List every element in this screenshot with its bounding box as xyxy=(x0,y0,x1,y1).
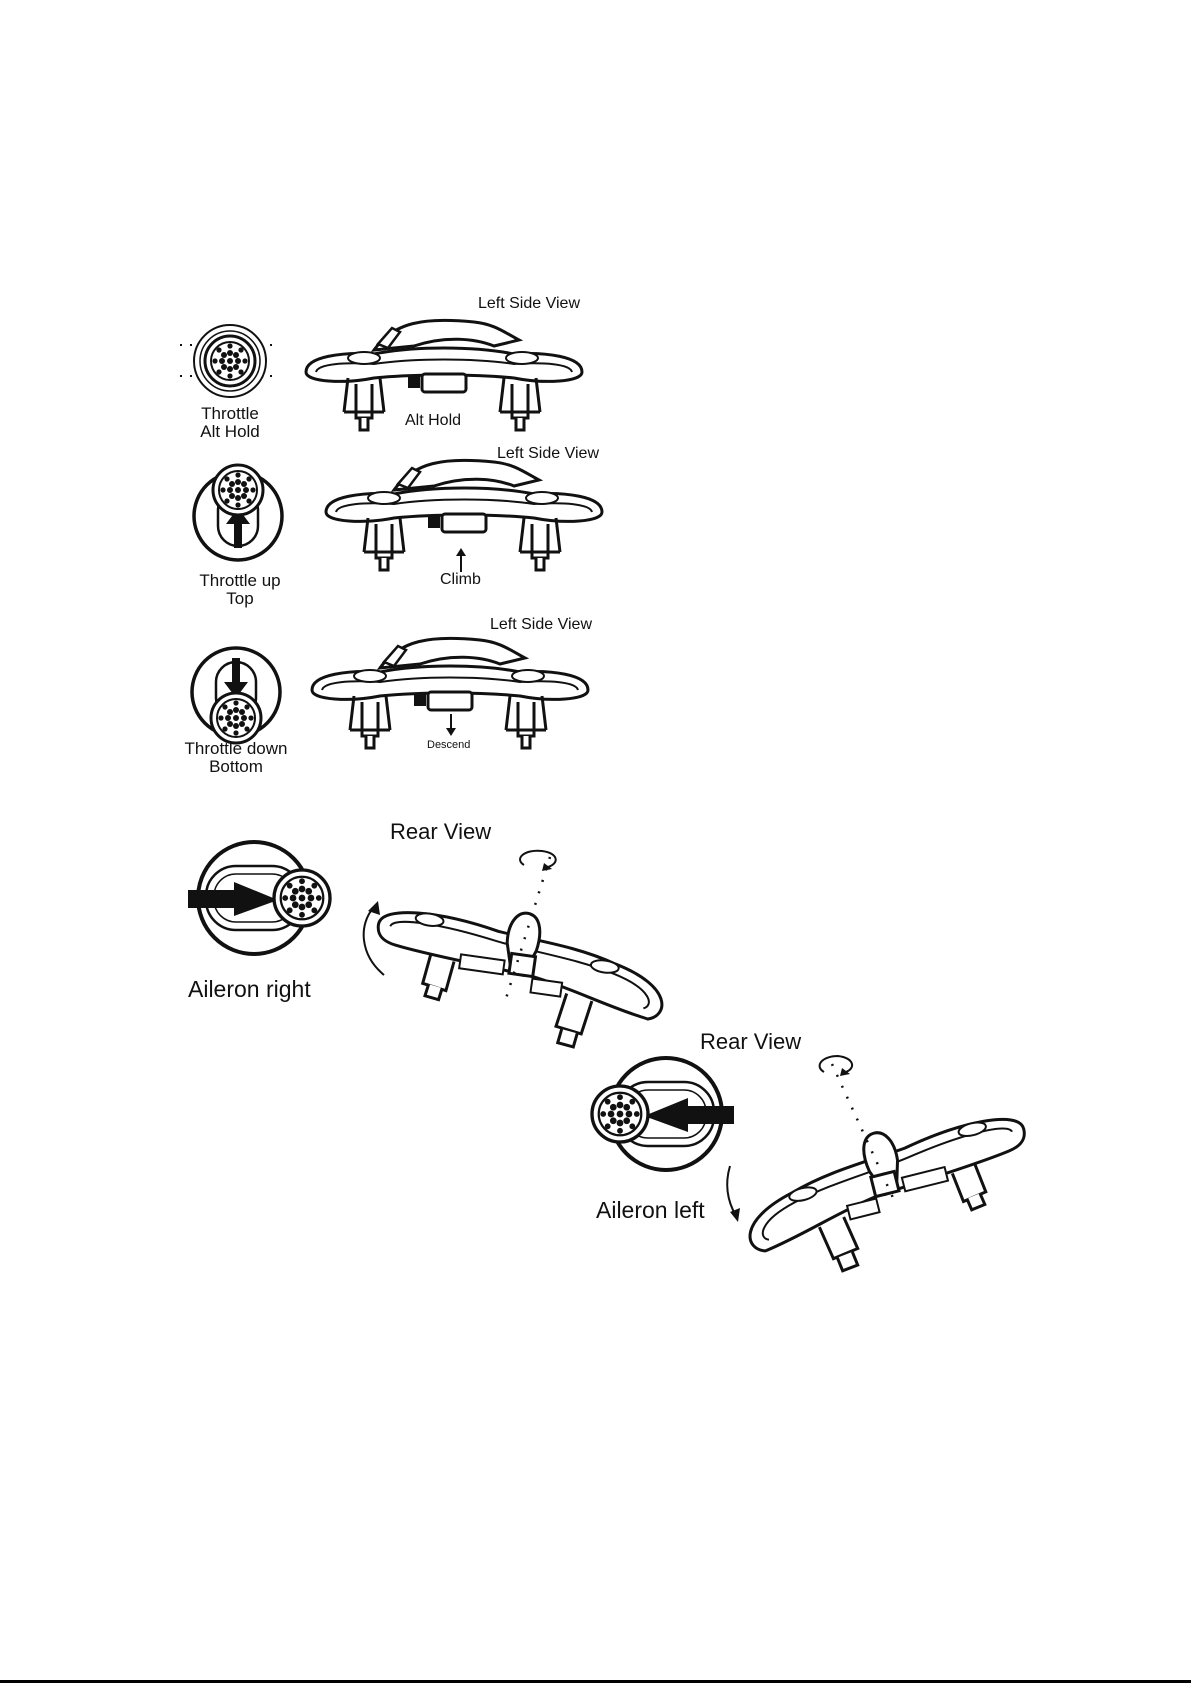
descend-action-label: Descend xyxy=(427,739,470,751)
aileron-left-joystick-icon xyxy=(588,1054,738,1174)
drone-rear-icon-right xyxy=(354,845,654,1045)
throttle-down-joystick-icon xyxy=(188,644,284,740)
throttle-hold-joystick-icon xyxy=(180,326,280,406)
page-bottom-rule xyxy=(0,1680,1191,1683)
descend-arrow-icon xyxy=(444,714,458,738)
throttle-up-joystick-icon xyxy=(190,468,286,564)
throttle-up-label-line2: Top xyxy=(190,590,290,609)
aileron-right-label: Aileron right xyxy=(188,977,311,1002)
drone-rear-icon-left xyxy=(724,1050,1024,1250)
left-side-view-label-1: Left Side View xyxy=(478,295,580,313)
aileron-left-label: Aileron left xyxy=(596,1198,705,1223)
climb-action-label: Climb xyxy=(440,571,481,589)
alt-hold-action-label: Alt Hold xyxy=(405,412,461,430)
climb-arrow-icon xyxy=(454,548,468,572)
aileron-right-joystick-icon xyxy=(184,838,334,958)
throttle-hold-label-line1: Throttle xyxy=(180,405,280,424)
throttle-down-label-line2: Bottom xyxy=(176,758,296,777)
throttle-up-label-line1: Throttle up xyxy=(190,572,290,591)
throttle-hold-label-line2: Alt Hold xyxy=(180,423,280,442)
throttle-down-label-line1: Throttle down xyxy=(176,740,296,759)
rear-view-label-1: Rear View xyxy=(390,820,491,844)
